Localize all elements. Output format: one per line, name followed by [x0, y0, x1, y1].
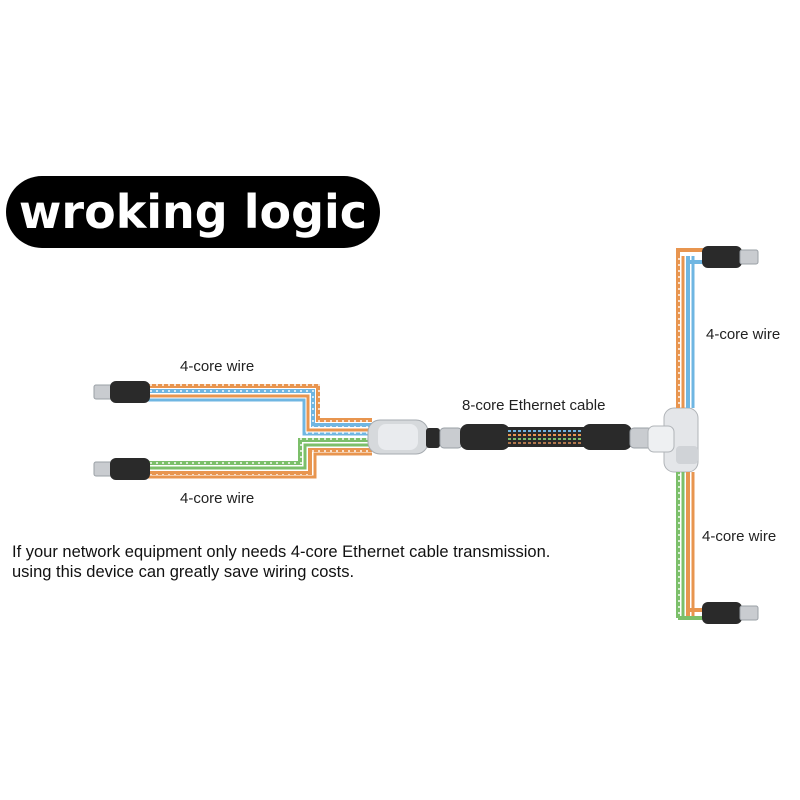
- top-left-wire-label: 4-core wire: [180, 358, 255, 375]
- top-right-wire-label: 4-core wire: [706, 326, 781, 343]
- bottom-left-wire: [148, 438, 372, 479]
- note-line-1: If your network equipment only needs 4-c…: [12, 543, 551, 561]
- top-left-wire: [148, 384, 372, 436]
- bottom-left-wire-label: 4-core wire: [180, 490, 255, 507]
- right-splitter: [647, 407, 699, 473]
- top-right-wire: [676, 248, 706, 408]
- page-title: wroking logic: [18, 185, 368, 239]
- left-splitter: [367, 419, 440, 455]
- description-note: If your network equipment only needs 4-c…: [12, 542, 550, 582]
- bottom-right-connector: [702, 602, 759, 624]
- center-cable: [439, 424, 653, 450]
- note-line-2: using this device can greatly save wirin…: [12, 563, 355, 581]
- top-right-connector: [702, 246, 759, 268]
- center-cable-label: 8-core Ethernet cable: [462, 397, 606, 414]
- bottom-left-connector: [93, 458, 150, 480]
- top-left-connector: [93, 381, 150, 403]
- bottom-right-wire-label: 4-core wire: [702, 528, 777, 545]
- title-banner: wroking logic: [6, 176, 380, 248]
- bottom-right-wire: [676, 472, 706, 620]
